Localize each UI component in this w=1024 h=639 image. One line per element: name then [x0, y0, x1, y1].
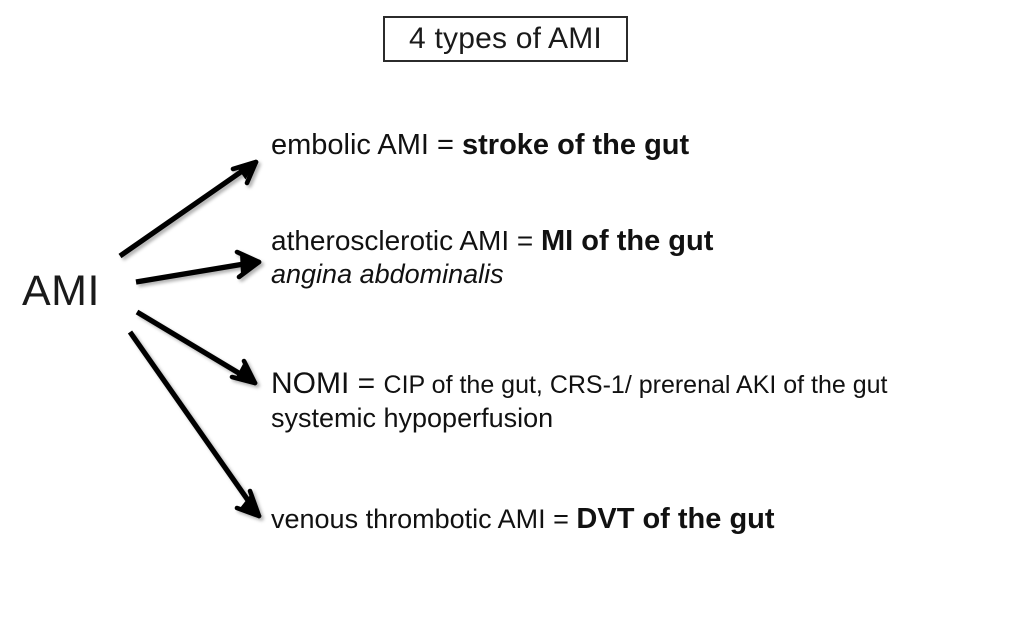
branch-nomi-term: NOMI = [271, 367, 384, 400]
branch-nomi-line: NOMI = CIP of the gut, CRS-1/ prerenal A… [271, 368, 888, 400]
branch-atherosclerotic-subtitle: angina abdominalis [271, 258, 504, 289]
branch-nomi-subtitle: systemic hypoperfusion [271, 402, 554, 433]
branch-nomi-definition: CIP of the gut, CRS-1/ prerenal AKI of t… [383, 371, 888, 399]
title-box: 4 types of AMI [383, 16, 628, 62]
branch-embolic-term: embolic AMI = [271, 129, 462, 161]
branch-embolic: embolic AMI = stroke of the gut [271, 130, 689, 161]
branch-embolic-definition: stroke of the gut [462, 129, 690, 161]
branch-venous-line: venous thrombotic AMI = DVT of the gut [271, 504, 775, 535]
branch-atherosclerotic-definition: MI of the gut [541, 225, 714, 257]
branch-venous-definition: DVT of the gut [576, 503, 775, 535]
branch-venous: venous thrombotic AMI = DVT of the gut [271, 504, 775, 535]
arrow-to-embolic [118, 159, 259, 259]
branch-atherosclerotic-term: atherosclerotic AMI = [271, 225, 542, 256]
branch-embolic-line: embolic AMI = stroke of the gut [271, 130, 689, 161]
branch-atherosclerotic: atherosclerotic AMI = MI of the gut angi… [271, 226, 713, 288]
arrow-to-atherosclerotic [135, 249, 262, 285]
branch-atherosclerotic-line: atherosclerotic AMI = MI of the gut [271, 226, 713, 257]
root-node-ami: AMI [22, 267, 100, 315]
page-title: 4 types of AMI [409, 22, 602, 55]
arrow-to-nomi [135, 309, 258, 386]
arrow-to-venous [127, 330, 262, 519]
branch-nomi: NOMI = CIP of the gut, CRS-1/ prerenal A… [271, 368, 888, 432]
branch-venous-term: venous thrombotic AMI = [271, 504, 577, 534]
